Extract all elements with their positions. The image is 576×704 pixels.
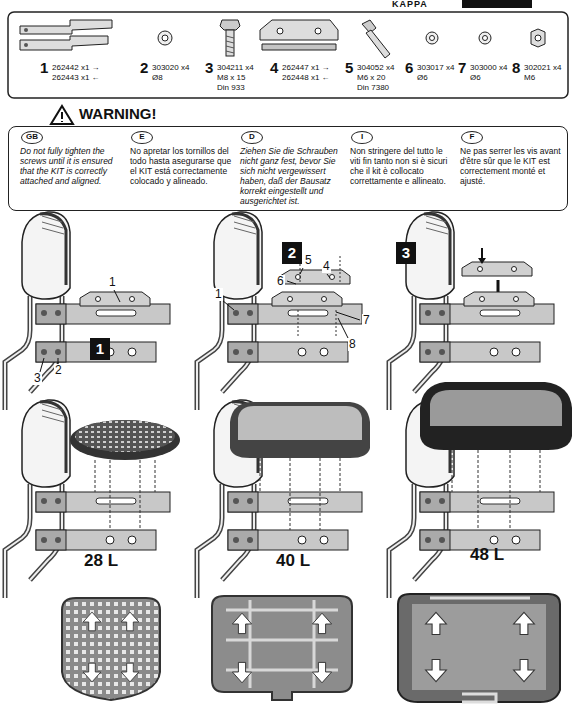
- callout-number: 3: [33, 372, 42, 385]
- part-spec: 304052 x4: [357, 64, 394, 73]
- step-number: 2: [282, 242, 302, 264]
- language-code: I: [352, 133, 372, 142]
- callout-number: 1: [214, 288, 223, 301]
- warning-text: Do not fully tighten the screws until it…: [20, 146, 124, 186]
- part-spec: M8 x 15: [217, 74, 245, 83]
- part-spec: M6 x 20: [357, 74, 385, 83]
- language-badge: E: [131, 131, 153, 144]
- part-spec: Ø6: [470, 74, 481, 83]
- language-code: D: [242, 133, 262, 142]
- warning-text: No apretar los tornillos del todo hasta …: [130, 146, 234, 186]
- step-number: 3: [396, 242, 416, 264]
- volume-label: 48 L: [470, 546, 504, 565]
- volume-label: 28 L: [84, 552, 118, 571]
- language-code: F: [462, 133, 482, 142]
- language-badge: I: [351, 131, 373, 144]
- part-spec: 302021 x4: [524, 64, 561, 73]
- callout-number: 5: [304, 254, 313, 267]
- step-number-text: 1: [90, 341, 110, 358]
- warning-text: Ziehen Sie die Schrauben nicht ganz fest…: [240, 146, 344, 206]
- part-spec: 304211 x4: [217, 64, 254, 73]
- part-number: 2: [140, 60, 148, 77]
- warning-title: WARNING!: [79, 106, 157, 123]
- part-number: 5: [345, 60, 353, 77]
- part-number: 1: [40, 60, 48, 77]
- part-spec: 262443 x1 ←: [52, 74, 100, 83]
- part-number: 7: [458, 60, 466, 77]
- part-spec: 303000 x4: [470, 64, 507, 73]
- language-code: GB: [22, 133, 42, 142]
- part-spec: Din 933: [217, 84, 245, 93]
- step-number: 1: [90, 338, 110, 360]
- language-badge: D: [241, 131, 263, 144]
- part-spec: Din 7380: [357, 84, 389, 93]
- brand-name: KAPPA: [392, 0, 428, 10]
- callout-number: 7: [362, 314, 371, 327]
- callout-number: 6: [276, 275, 285, 288]
- part-spec: Ø6: [417, 74, 428, 83]
- callout-number: 1: [108, 276, 117, 289]
- part-number: 3: [205, 60, 213, 77]
- part-number: 8: [512, 60, 520, 77]
- part-spec: 262447 x1 →: [282, 64, 330, 73]
- part-number: 4: [270, 60, 278, 77]
- warning-text: Non stringere del tutto le viti fin tant…: [350, 146, 454, 186]
- callout-number: 8: [348, 338, 357, 351]
- step-number-text: 3: [396, 245, 416, 262]
- part-spec: Ø8: [152, 74, 163, 83]
- language-code: E: [132, 133, 152, 142]
- language-badge: GB: [21, 131, 43, 144]
- part-number: 6: [405, 60, 413, 77]
- part-spec: 262448 x1 ←: [282, 74, 330, 83]
- warning-text: Ne pas serrer les vis avant d'être sûr q…: [460, 146, 564, 186]
- step-number-text: 2: [282, 245, 302, 262]
- language-badge: F: [461, 131, 483, 144]
- part-spec: 303020 x4: [152, 64, 189, 73]
- part-spec: M6: [524, 74, 535, 83]
- part-spec: 262442 x1 →: [52, 64, 100, 73]
- callout-number: 4: [322, 260, 331, 273]
- volume-label: 40 L: [276, 552, 310, 571]
- part-spec: 303017 x4: [417, 64, 454, 73]
- callout-number: 2: [54, 364, 63, 377]
